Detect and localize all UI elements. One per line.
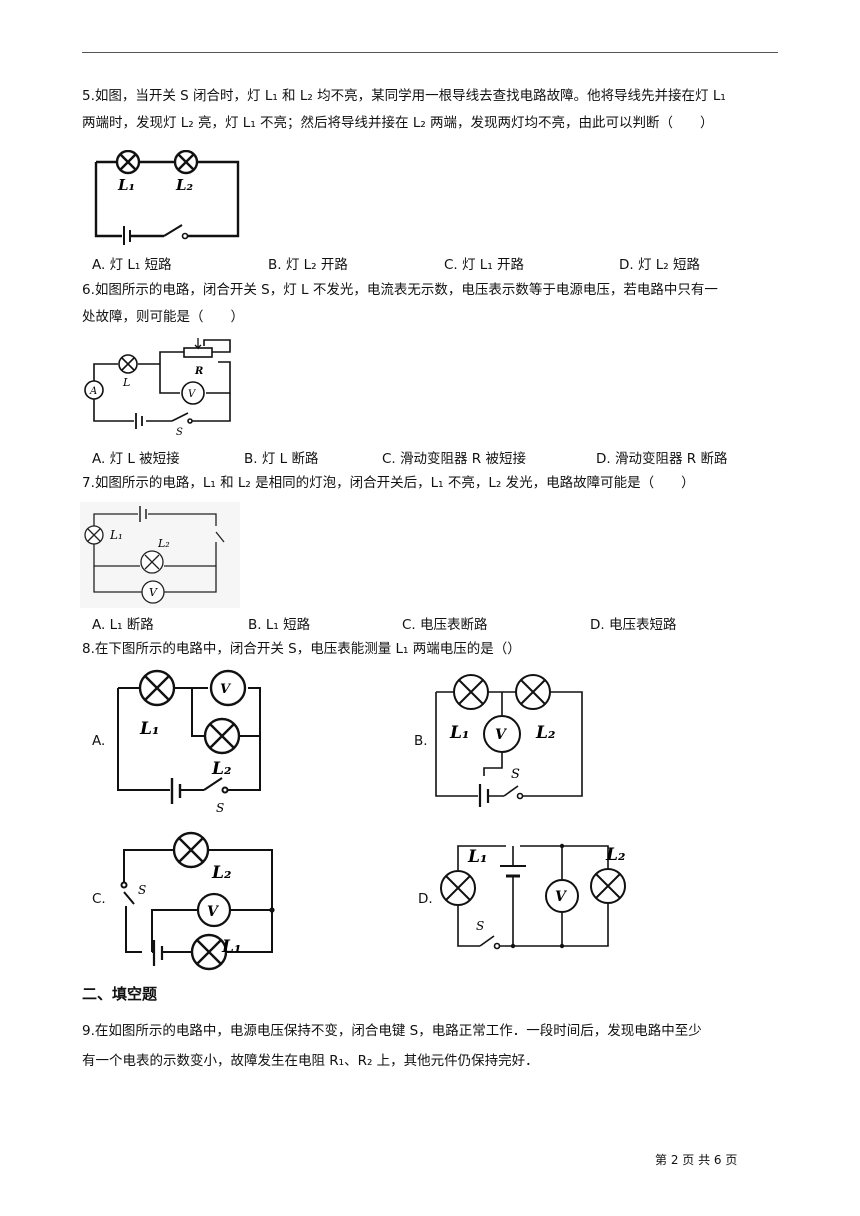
question-6-option-a[interactable]: A. 灯 L 被短接 — [92, 451, 180, 467]
lamp-label-l2: L₂ — [157, 537, 170, 550]
page-number-footer: 第 2 页 共 6 页 — [655, 1153, 738, 1167]
question-5-option-b[interactable]: B. 灯 L₂ 开路 — [268, 257, 348, 273]
question-5: 5.如图，当开关 S 闭合时，灯 L₁ 和 L₂ 均不亮，某同学用一根导线去查找… — [82, 83, 782, 137]
switch-label-s: S — [216, 801, 224, 815]
question-6-option-b[interactable]: B. 灯 L 断路 — [244, 451, 319, 467]
question-6-stem-line-1: 6.如图所示的电路，闭合开关 S，灯 L 不发光，电流表无示数，电压表示数等于电… — [82, 282, 718, 298]
switch-label-s: S — [476, 919, 484, 933]
question-5-option-a[interactable]: A. 灯 L₁ 短路 — [92, 257, 172, 273]
question-8-option-c-figure[interactable]: L₂ S V L₁ — [112, 830, 282, 972]
question-7-option-a[interactable]: A. L₁ 断路 — [92, 617, 154, 633]
question-8-option-d-label[interactable]: D. — [418, 891, 433, 907]
question-8-option-b-label[interactable]: B. — [414, 733, 428, 749]
question-5-circuit-figure: L₁ L₂ — [88, 150, 248, 245]
question-6-options: A. 灯 L 被短接 B. 灯 L 断路 C. 滑动变阻器 R 被短接 D. 滑… — [92, 447, 782, 467]
header-rule — [82, 52, 778, 53]
lamp-label-l1: L₁ — [117, 176, 135, 194]
question-8: 8.在下图所示的电路中，闭合开关 S，电压表能测量 L₁ 两端电压的是（） — [82, 636, 782, 663]
voltmeter-label-v: V — [495, 727, 508, 743]
question-8-option-c-label[interactable]: C. — [92, 891, 106, 907]
lamp-label-l2: L₂ — [535, 723, 555, 743]
question-8-option-d-figure[interactable]: L₁ L₂ S V — [438, 838, 628, 956]
question-5-option-d[interactable]: D. 灯 L₂ 短路 — [619, 257, 700, 273]
question-7-option-c[interactable]: C. 电压表断路 — [402, 617, 488, 633]
switch-label-s: S — [176, 427, 183, 436]
switch-label-s: S — [511, 767, 520, 782]
rheostat-label-r: R — [194, 366, 203, 377]
question-8-stem-line-1: 8.在下图所示的电路中，闭合开关 S，电压表能测量 L₁ 两端电压的是（） — [82, 641, 521, 657]
voltmeter-label-v: V — [555, 889, 568, 905]
question-7-option-d[interactable]: D. 电压表短路 — [590, 617, 677, 633]
lamp-label-l1: L₁ — [221, 937, 241, 957]
question-8-option-a-label[interactable]: A. — [92, 733, 106, 749]
lamp-label-l1: L₁ — [109, 528, 123, 542]
lamp-label-l1: L₁ — [139, 719, 159, 739]
voltmeter-label-v: V — [149, 586, 158, 599]
switch-label-s: S — [138, 883, 146, 897]
lamp-label-l2: L₂ — [605, 845, 625, 865]
question-7-options: A. L₁ 断路 B. L₁ 短路 C. 电压表断路 D. 电压表短路 — [92, 613, 782, 633]
lamp-label-l1: L₁ — [449, 723, 469, 743]
question-6-circuit-figure: L R S A V — [80, 336, 240, 436]
question-7-stem-line-1: 7.如图所示的电路，L₁ 和 L₂ 是相同的灯泡，闭合开关后，L₁ 不亮，L₂ … — [82, 475, 695, 491]
lamp-label-l2: L₂ — [211, 863, 231, 883]
lamp-label-l1: L₁ — [467, 847, 487, 867]
question-7-option-b[interactable]: B. L₁ 短路 — [248, 617, 311, 633]
lamp-label-l: L — [122, 376, 130, 389]
lamp-label-l2: L₂ — [175, 176, 194, 194]
question-7: 7.如图所示的电路，L₁ 和 L₂ 是相同的灯泡，闭合开关后，L₁ 不亮，L₂ … — [82, 470, 782, 497]
question-6-option-d[interactable]: D. 滑动变阻器 R 断路 — [596, 451, 728, 467]
question-6: 6.如图所示的电路，闭合开关 S，灯 L 不发光，电流表无示数，电压表示数等于电… — [82, 277, 782, 331]
question-7-circuit-figure: L₁ L₂ V — [80, 502, 240, 608]
voltmeter-label-v: V — [207, 904, 220, 920]
question-9-stem-line-2: 有一个电表的示数变小，故障发生在电阻 R₁、R₂ 上，其他元件仍保持完好． — [82, 1053, 539, 1069]
question-5-stem-line-2: 两端时，发现灯 L₂ 亮，灯 L₁ 不亮；然后将导线并接在 L₂ 两端，发现两灯… — [82, 115, 714, 131]
question-5-stem-line-1: 5.如图，当开关 S 闭合时，灯 L₁ 和 L₂ 均不亮，某同学用一根导线去查找… — [82, 88, 726, 104]
ammeter-label-a: A — [89, 386, 97, 397]
question-6-stem-line-2: 处故障，则可能是（ ） — [82, 309, 244, 325]
question-5-option-c[interactable]: C. 灯 L₁ 开路 — [444, 257, 525, 273]
voltmeter-label-v: V — [188, 389, 197, 400]
lamp-label-l2: L₂ — [211, 759, 231, 779]
voltmeter-label-v: V — [220, 682, 232, 697]
question-9: 9.在如图所示的电路中，电源电压保持不变，闭合电键 S，电路正常工作．一段时间后… — [82, 1016, 782, 1076]
section-title-fill-in-blank: 二、填空题 — [82, 985, 158, 1003]
question-5-options: A. 灯 L₁ 短路 B. 灯 L₂ 开路 C. 灯 L₁ 开路 D. 灯 L₂… — [92, 253, 782, 273]
question-8-option-a-figure[interactable]: V L₁ L₂ S — [112, 668, 272, 816]
question-8-option-b-figure[interactable]: L₁ L₂ V S — [432, 672, 592, 807]
question-6-option-c[interactable]: C. 滑动变阻器 R 被短接 — [382, 451, 526, 467]
question-9-stem-line-1: 9.在如图所示的电路中，电源电压保持不变，闭合电键 S，电路正常工作．一段时间后… — [82, 1023, 702, 1039]
